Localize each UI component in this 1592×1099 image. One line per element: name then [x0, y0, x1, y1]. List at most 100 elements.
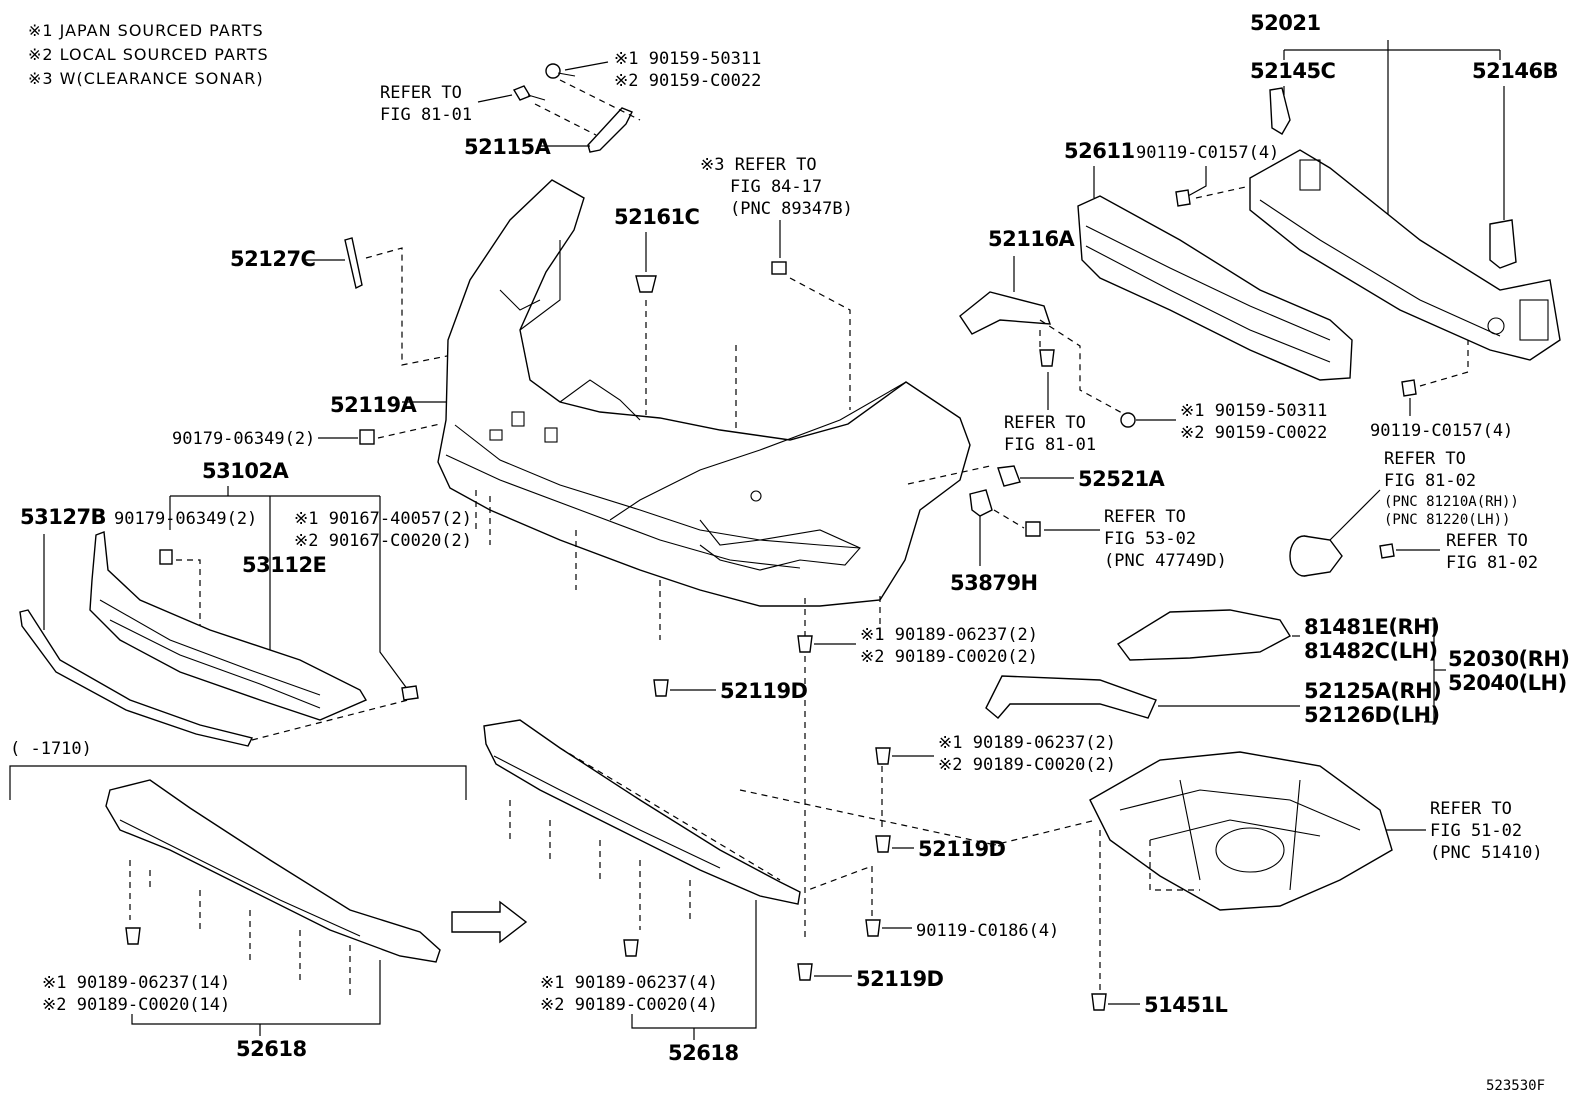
note-clip-a-japan: ※1 90189-06237(2) [860, 625, 1038, 645]
part-label-53879h: 53879H [950, 571, 1038, 595]
legend-clearance-sonar: ※3 W(CLEARANCE SONAR) [28, 69, 264, 88]
fog-cover-81481e-illustration [1116, 609, 1291, 661]
bolt-fog-lamp-icon [1379, 543, 1395, 559]
part-52145c-illustration [1269, 87, 1291, 135]
note-refer-fig-53-02-line1: REFER TO [1104, 507, 1186, 527]
part-label-52126d: 52126D(LH) [1304, 703, 1440, 727]
bracket-52115a-illustration [512, 63, 641, 153]
note-refer-fig-51-02-line1: REFER TO [1430, 799, 1512, 819]
part-label-52521a: 52521A [1078, 467, 1166, 491]
note-refer-fig-53-02-line2: FIG 53-02 [1104, 529, 1196, 549]
drawing-code: 523530F [1486, 1078, 1545, 1094]
part-label-52125a: 52125A(RH) [1304, 679, 1441, 703]
bolt-90119-top-icon [1175, 189, 1191, 207]
note-refer-fig-53-02-line3: (PNC 47749D) [1104, 551, 1227, 571]
note-refer-fig-81-01-b-line1: REFER TO [1004, 413, 1086, 433]
bolt-52119d-c-icon [797, 963, 813, 981]
lower-absorber-52618-b-illustration [483, 719, 801, 905]
note-clip-d-local: ※2 90189-C0020(4) [540, 995, 718, 1015]
note-clip-a-local: ※2 90189-C0020(2) [860, 647, 1038, 667]
note-refer-fig-81-01-a-line1: REFER TO [380, 83, 462, 103]
clip-52618-a-icon [125, 927, 141, 945]
lower-absorber-52618-a-illustration [105, 779, 441, 963]
bolt-90119-bot-icon [1401, 379, 1417, 397]
part-label-52127c: 52127C [230, 247, 316, 271]
note-clip-d-japan: ※1 90189-06237(4) [540, 973, 718, 993]
part-label-90179-06349-a: 90179-06349(2) [172, 429, 315, 449]
engine-undercover-illustration [1089, 751, 1393, 911]
note-refer-fig-51-02-line3: (PNC 51410) [1430, 843, 1543, 863]
note-refer-fig-81-02-b-line1: REFER TO [1446, 531, 1528, 551]
part-label-52040: 52040(LH) [1448, 671, 1567, 695]
part-label-52119a: 52119A [330, 393, 418, 417]
part-label-52618-b: 52618 [668, 1041, 739, 1065]
clip-52161c-icon [635, 275, 657, 293]
note-date-range: ( -1710) [10, 739, 92, 759]
nut-90179-b-icon [159, 549, 173, 565]
part-label-52161c: 52161C [614, 205, 700, 229]
note-refer-fig-51-02-line2: FIG 51-02 [1430, 821, 1522, 841]
clip-90189-b-icon [875, 747, 891, 765]
note-refer-fig-84-17-line2: FIG 84-17 [730, 177, 822, 197]
part-label-52119d-b: 52119D [918, 837, 1006, 861]
arrow-right-icon [451, 900, 528, 944]
note-clip-c-local: ※2 90189-C0020(14) [42, 995, 230, 1015]
clip-90189-a-icon [797, 635, 813, 653]
note-grille-bolt-local: ※2 90167-C0020(2) [294, 531, 472, 551]
bracket-52116a-illustration [959, 291, 1051, 335]
bolt-51451l-icon [1091, 993, 1107, 1011]
note-refer-fig-81-02-b-line2: FIG 81-02 [1446, 553, 1538, 573]
bolt-90159-icon [1120, 412, 1136, 428]
part-label-53112e: 53112E [242, 553, 326, 577]
grille-53112e-illustration [89, 531, 368, 721]
legend-japan-sourced: ※1 JAPAN SOURCED PARTS [28, 21, 264, 40]
molding-53127b-illustration [19, 609, 254, 747]
note-refer-fig-84-17-line1: ※3 REFER TO [700, 155, 817, 175]
clip-fig-53-02-icon [1025, 521, 1041, 537]
part-label-90119-c0157-top: 90119-C0157(4) [1136, 143, 1279, 163]
note-clip-b-japan: ※1 90189-06237(2) [938, 733, 1116, 753]
clip-52521a-icon [997, 465, 1021, 487]
note-refer-fig-81-02-a-line1: REFER TO [1384, 449, 1466, 469]
bolt-52119d-a-icon [653, 679, 669, 697]
part-label-52116a: 52116A [988, 227, 1076, 251]
part-label-52618-a: 52618 [236, 1037, 307, 1061]
part-label-52611: 52611 [1064, 139, 1135, 163]
note-bolt-japan-90159-50311: ※1 90159-50311 [614, 49, 761, 69]
note-clip-c-japan: ※1 90189-06237(14) [42, 973, 230, 993]
part-label-52119d-a: 52119D [720, 679, 808, 703]
bolt-52119d-b-icon [875, 835, 891, 853]
note-bolt-local-90159-c0022: ※2 90159-C0022 [614, 71, 761, 91]
bumper-cover-52119a-illustration [437, 179, 971, 607]
note-refer-fig-81-02-a-line2: FIG 81-02 [1384, 471, 1476, 491]
part-label-52119d-c: 52119D [856, 967, 944, 991]
note-refer-fig-81-02-a-line3: (PNC 81210A(RH)) [1384, 494, 1519, 510]
part-label-52146b: 52146B [1472, 59, 1558, 83]
part-label-52021: 52021 [1250, 11, 1321, 35]
part-label-90119-c0157-bot: 90119-C0157(4) [1370, 421, 1513, 441]
absorber-52611-illustration [1077, 195, 1353, 381]
part-53879h-illustration [969, 489, 993, 517]
part-label-90179-06349-b: 90179-06349(2) [114, 509, 257, 529]
part-label-81482c: 81482C(LH) [1304, 639, 1438, 663]
note-grille-bolt-japan: ※1 90167-40057(2) [294, 509, 472, 529]
note-mid-bolt-local: ※2 90159-C0022 [1180, 423, 1327, 443]
note-refer-fig-81-02-a-line4: (PNC 81220(LH)) [1384, 512, 1510, 528]
part-52146b-illustration [1489, 219, 1517, 269]
note-refer-fig-81-01-b-line2: FIG 81-01 [1004, 435, 1096, 455]
note-mid-bolt-japan: ※1 90159-50311 [1180, 401, 1327, 421]
sonar-bracket-icon [771, 261, 787, 275]
part-label-53102a: 53102A [202, 459, 290, 483]
part-52127c-illustration [344, 237, 363, 290]
part-label-53127b: 53127B [20, 505, 106, 529]
reinforcement-52021-illustration [1249, 149, 1561, 361]
part-label-51451l: 51451L [1144, 993, 1228, 1017]
part-label-90119-c0186: 90119-C0186(4) [916, 921, 1059, 941]
note-refer-fig-81-01-a-line2: FIG 81-01 [380, 105, 472, 125]
part-label-52145c: 52145C [1250, 59, 1336, 83]
grille-bolt-icon [401, 685, 419, 701]
fog-lamp-illustration [1289, 535, 1343, 577]
clip-52618-b-icon [623, 939, 639, 957]
bolt-90119-c0186-icon [865, 919, 881, 937]
